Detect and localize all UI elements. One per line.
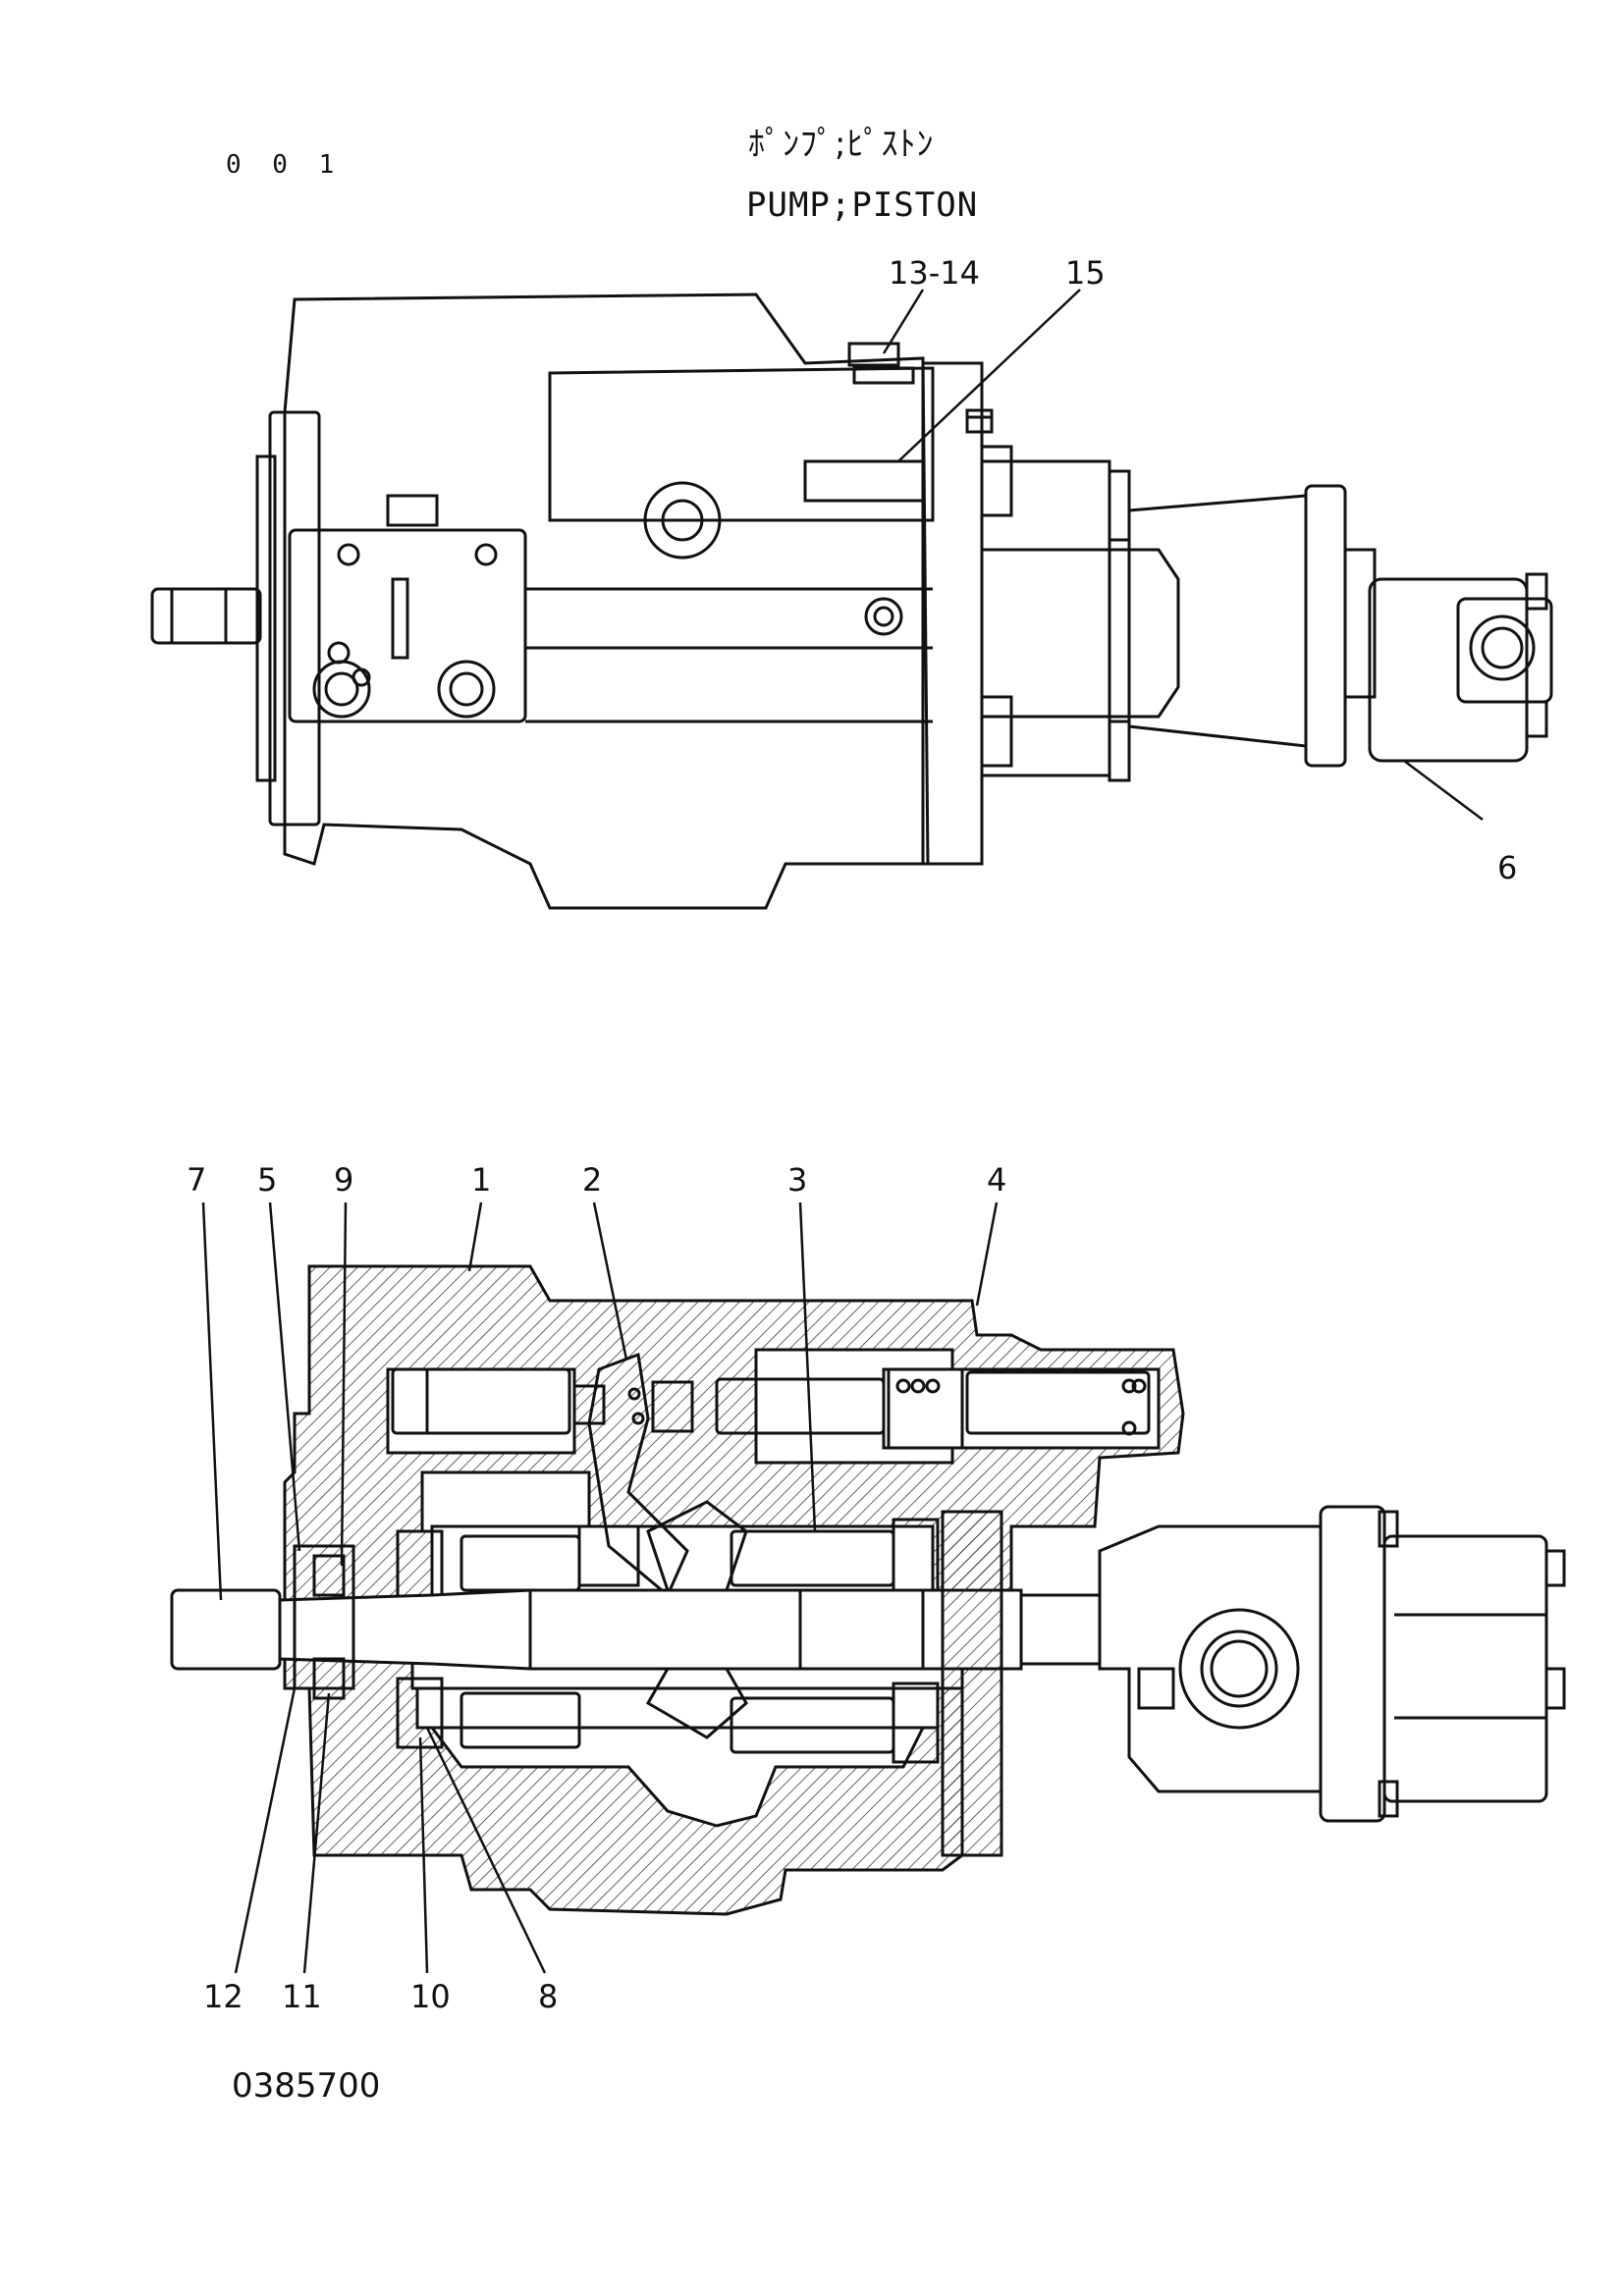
- leader-4: [975, 1201, 999, 1307]
- callout-4: 4: [987, 1161, 1007, 1199]
- leader-10: [418, 1736, 429, 1974]
- top-view: [150, 293, 1553, 910]
- section-aux-pump: [1098, 1524, 1323, 1793]
- leader-13-14: [882, 289, 925, 354]
- callout-13-14: 13-14: [889, 254, 980, 292]
- leader-2: [592, 1201, 628, 1361]
- callout-15: 15: [1065, 254, 1106, 292]
- top-housing: [283, 293, 930, 910]
- top-aux-pump: [1368, 577, 1529, 763]
- leader-12: [234, 1687, 297, 1974]
- top-aux-flange: [1304, 484, 1347, 768]
- sheet-number: 0 0 1: [226, 150, 343, 180]
- leader-7: [201, 1201, 223, 1601]
- callout-2: 2: [582, 1161, 603, 1199]
- callout-3: 3: [787, 1161, 808, 1199]
- section-internals: [170, 1352, 1566, 1857]
- callout-9: 9: [334, 1161, 354, 1199]
- callout-1: 1: [471, 1161, 492, 1199]
- callout-10: 10: [410, 1978, 451, 2015]
- leader-11: [302, 1692, 331, 1974]
- leader-9: [340, 1201, 348, 1567]
- callout-11: 11: [282, 1978, 322, 2015]
- callout-8: 8: [538, 1978, 559, 2015]
- drawing-number: 0385700: [232, 2066, 381, 2106]
- top-shaft: [150, 587, 262, 645]
- callout-12: 12: [203, 1978, 243, 2015]
- leader-8: [425, 1727, 547, 1974]
- leader-3: [798, 1201, 817, 1532]
- leader-6: [1403, 760, 1484, 821]
- callout-6: 6: [1497, 849, 1518, 886]
- leader-5: [268, 1201, 301, 1552]
- title-japanese: ﾎﾟﾝﾌﾟ;ﾋﾟｽﾄﾝ: [748, 125, 935, 164]
- top-end-cover: [921, 361, 984, 866]
- title-english: PUMP;PISTON: [746, 186, 979, 225]
- leader-15: [897, 289, 1081, 462]
- callout-7: 7: [187, 1161, 207, 1199]
- top-front-flange: [268, 410, 321, 827]
- top-control-block: [288, 528, 527, 723]
- leader-1: [467, 1201, 483, 1272]
- callout-5: 5: [257, 1161, 278, 1199]
- section-shaft: [170, 1588, 282, 1671]
